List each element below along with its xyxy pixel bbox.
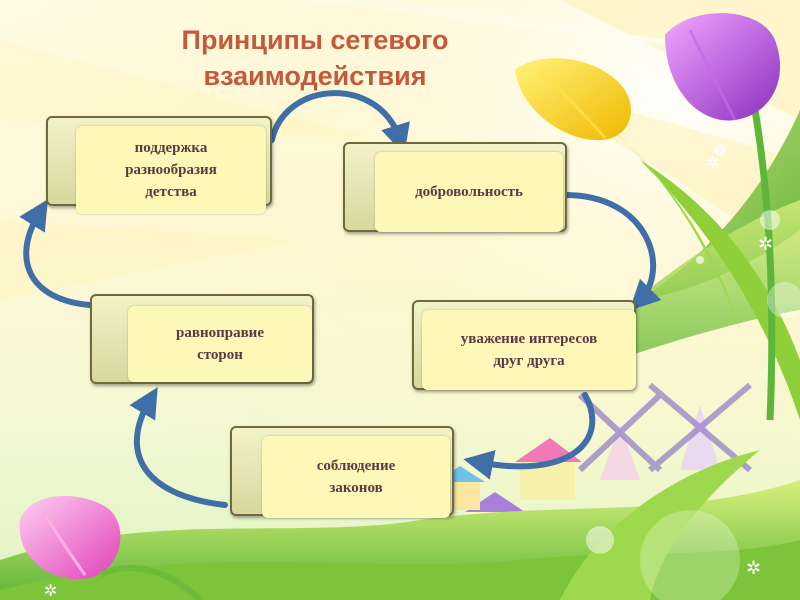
node-label: уважение интересов друг друга <box>460 331 598 369</box>
leaf-shape <box>560 450 760 600</box>
node-label: равноправие сторон <box>176 325 264 363</box>
arrow-equality-to-support <box>19 199 93 308</box>
pink-tulip <box>19 496 203 600</box>
svg-text:✲: ✲ <box>758 234 773 255</box>
yellow-tulip <box>515 58 631 141</box>
arrow-voluntary-to-respect <box>562 192 662 311</box>
arrow-laws-to-equality <box>129 387 228 508</box>
node-label: добровольность <box>415 184 523 200</box>
svg-text:✲: ✲ <box>746 558 761 579</box>
arrow-support-to-voluntary <box>269 90 410 155</box>
svg-text:✲: ✲ <box>706 153 719 172</box>
svg-text:✲: ✲ <box>44 581 57 600</box>
node-label: соблюдение законов <box>316 458 396 496</box>
node-label: поддержка разнообразия детства <box>125 140 217 200</box>
page-title: Принципы сетевого взаимодействия <box>181 25 449 91</box>
arrow-respect-to-laws <box>463 392 596 480</box>
purple-tulip <box>665 13 781 121</box>
tulip-stem <box>751 109 776 421</box>
